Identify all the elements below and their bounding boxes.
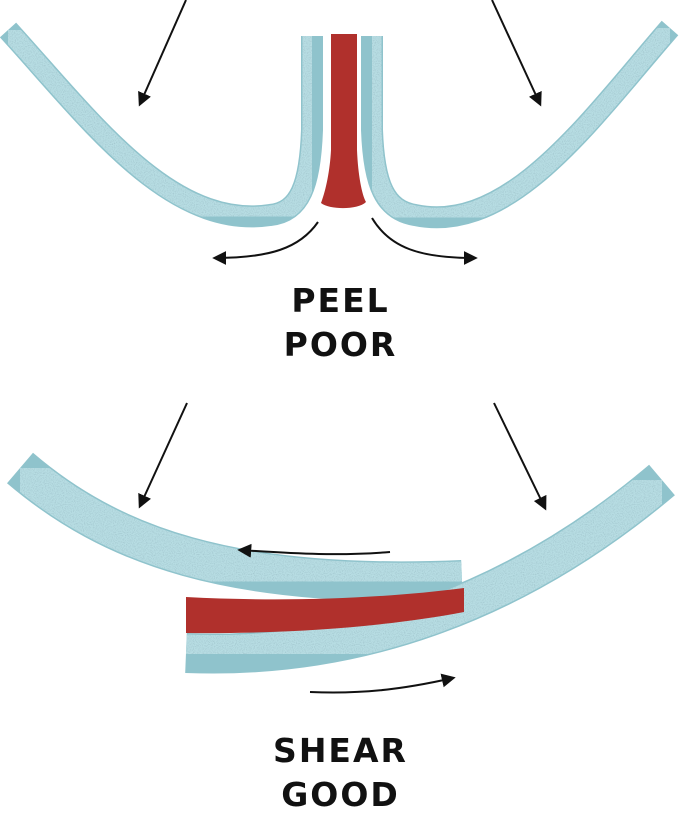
peel-left-substrate-fill xyxy=(0,23,322,226)
shear-label: SHEAR xyxy=(273,731,408,770)
peel-arrow-left-curve xyxy=(212,221,319,265)
peel-arrow-right-down xyxy=(491,0,542,107)
peel-joint xyxy=(0,0,679,265)
shear-rating: GOOD xyxy=(281,775,400,814)
shear-adhesive xyxy=(186,588,464,634)
peel-right-substrate-fill xyxy=(362,21,678,227)
shear-arrow-right-down xyxy=(493,402,547,511)
shear-caption: SHEAR GOOD xyxy=(0,729,681,817)
shear-arrow-left-down xyxy=(138,402,188,509)
peel-arrow-right-curve xyxy=(371,217,478,265)
peel-arrow-left-down xyxy=(138,0,187,107)
shear-arrow-top-left xyxy=(237,543,391,558)
peel-adhesive xyxy=(321,34,366,209)
peel-label: PEEL xyxy=(291,281,390,320)
shear-upper-substrate-fill xyxy=(7,453,463,600)
peel-rating: POOR xyxy=(283,325,398,364)
peel-caption: PEEL POOR xyxy=(0,279,681,367)
shear-joint xyxy=(7,402,675,694)
shear-arrow-bottom-right xyxy=(309,673,456,694)
